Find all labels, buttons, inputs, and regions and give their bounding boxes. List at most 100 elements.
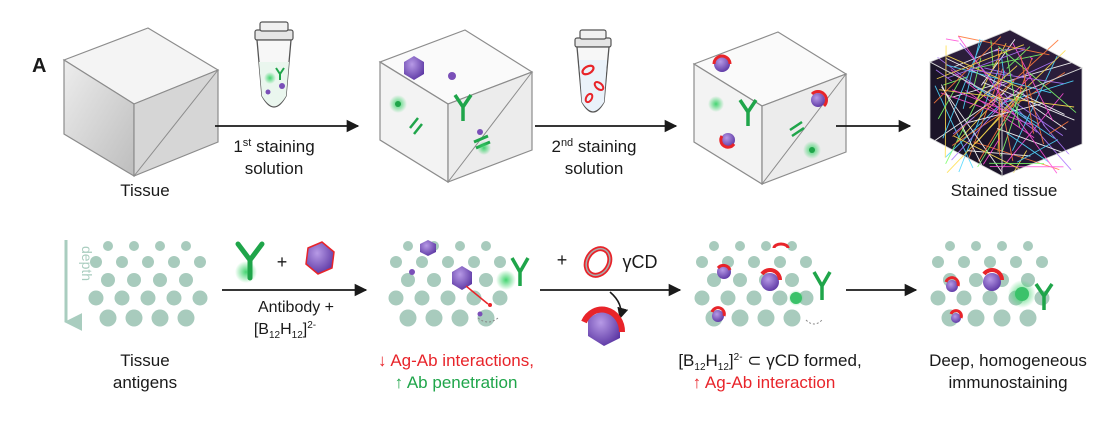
antigen-dot [956, 290, 972, 306]
neuron-fiber [1042, 124, 1070, 156]
neuron-fiber [952, 72, 1066, 146]
neuron-fiber [997, 80, 1074, 105]
neuron-fiber [990, 40, 994, 67]
neuron-fiber [1007, 96, 1064, 136]
plus-sign-1: + [277, 252, 288, 272]
antigen-dot [151, 309, 169, 327]
antigen-dot [127, 273, 141, 287]
stained-tissue-label: Stained tissue [951, 181, 1058, 200]
antigen-dot [969, 273, 983, 287]
antigen-dot [1019, 309, 1037, 327]
antigen-dot [787, 241, 797, 251]
neuron-fiber [1020, 55, 1034, 134]
antigen-dot [114, 290, 130, 306]
antigen-dot [129, 241, 139, 251]
neuron-fiber [957, 35, 1050, 56]
antigen-grid-3 [694, 241, 814, 327]
antigen-dot [403, 241, 413, 251]
antigen-dot [399, 309, 417, 327]
antigen-dot [140, 290, 156, 306]
neuron-fiber [941, 86, 1003, 173]
neuron-fiber [1049, 121, 1069, 135]
neuron-fiber [972, 85, 1039, 125]
antigen-dot [932, 256, 944, 268]
neuron-fiber [967, 103, 1042, 124]
antibody-label-line1: Antibody + [258, 299, 334, 316]
antigen-dot [735, 241, 745, 251]
antigen-dot [997, 241, 1007, 251]
effect-1-green: ↑ Ab penetration [395, 373, 518, 392]
stained-tissue-cube [929, 29, 1083, 177]
panel-label: A [32, 55, 46, 77]
neuron-fiber [962, 38, 981, 109]
antigen-dot [757, 309, 775, 327]
depth-label: depth [79, 246, 95, 281]
neuron-fiber [941, 84, 986, 172]
step-1-label-line2: solution [245, 159, 304, 178]
antigen-dot [427, 273, 441, 287]
neuron-fiber [945, 38, 959, 42]
antigen-dot [168, 256, 180, 268]
antigen-dot [971, 241, 981, 251]
neuron-fiber [951, 61, 1074, 98]
antigen-dot [455, 241, 465, 251]
neuron-fiber [951, 93, 1012, 161]
antigen-dot [192, 290, 208, 306]
antigen-dot [494, 256, 506, 268]
antigen-dot [181, 241, 191, 251]
grid-3-overlays [710, 242, 832, 325]
antigen-dot [440, 290, 456, 306]
staining-tube-1-icon [254, 21, 294, 108]
side-arrow [609, 291, 629, 320]
neuron-fiber [951, 89, 1016, 115]
antigen-dot [103, 241, 113, 251]
result-label-line2: immunostaining [948, 373, 1067, 392]
antigen-dot [720, 290, 736, 306]
neuron-fiber [946, 49, 1025, 79]
antigen-dot [451, 309, 469, 327]
step-2-label-line2: solution [565, 159, 624, 178]
antibody-icon [235, 241, 265, 283]
borane-cluster-icon [305, 241, 335, 275]
antigen-dot [709, 241, 719, 251]
gamma-cd-label: γCD [623, 252, 658, 272]
tissue-antigens-label-line2: antigens [113, 373, 177, 392]
inclusion-complex-icon [581, 306, 626, 346]
antigen-dot [414, 290, 430, 306]
antigen-dot [101, 273, 115, 287]
neuron-fiber [997, 87, 1014, 162]
antigen-dot [774, 256, 786, 268]
antigen-dot [116, 256, 128, 268]
neuron-fiber [1029, 56, 1034, 60]
antigen-dot [179, 273, 193, 287]
gamma-cyclodextrin-icon [583, 246, 613, 278]
antigen-dot [930, 290, 946, 306]
antibody-label-line2: [B12H12]2- [254, 320, 316, 341]
neuron-fiber [943, 76, 968, 86]
tissue-antigens-label-line1: Tissue [120, 351, 169, 370]
step-1-label: 1st staining [233, 137, 314, 156]
neuron-fiber [969, 65, 1018, 109]
neuron-fiber [973, 57, 982, 85]
antigen-dot [772, 290, 788, 306]
tissue-cube [62, 27, 220, 178]
neuron-fiber [942, 39, 983, 139]
antigen-dot [177, 309, 195, 327]
antigen-dot [99, 309, 117, 327]
step-2-label: 2nd staining [551, 137, 636, 156]
antigen-dot [388, 290, 404, 306]
neuron-fiber [934, 85, 974, 169]
neuron-fiber [934, 92, 1005, 141]
antigen-dot [696, 256, 708, 268]
antigen-dot [984, 256, 996, 268]
antigen-dot [442, 256, 454, 268]
antigen-dot [733, 273, 747, 287]
antigen-dot [694, 290, 710, 306]
neuron-fiber [933, 36, 1002, 104]
antigen-dot [125, 309, 143, 327]
antigen-dot [468, 256, 480, 268]
antigen-dot [142, 256, 154, 268]
neuron-fiber [967, 150, 1031, 157]
